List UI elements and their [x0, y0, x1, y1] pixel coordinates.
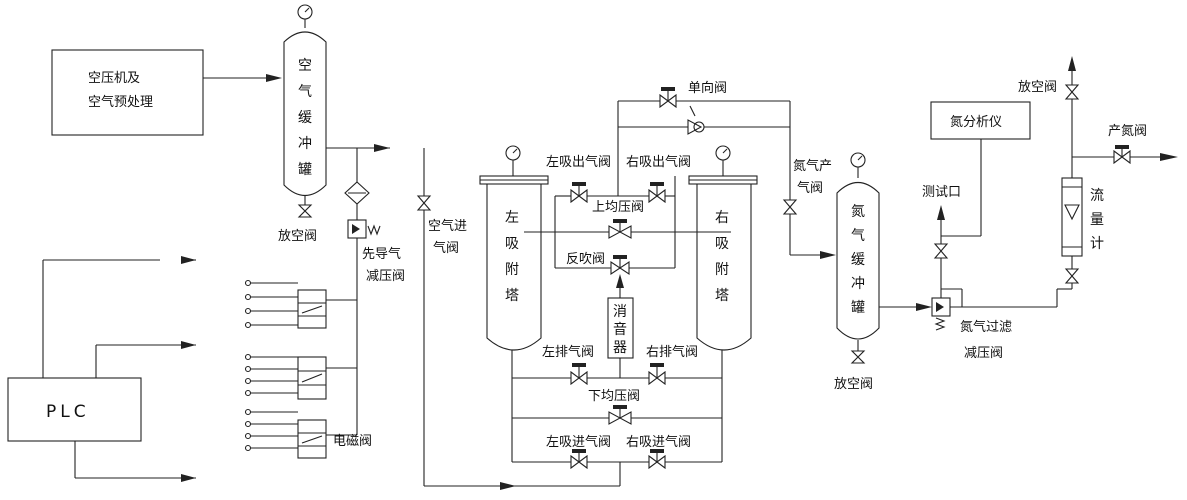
n2-analyzer-label: 氮分析仪 [950, 115, 1002, 130]
n2-tank-char-5: 罐 [851, 300, 865, 316]
muffler-char-1: 消 [613, 304, 627, 320]
check-valve-label: 单向阀 [688, 80, 727, 96]
plc-box: PLC [7, 377, 142, 442]
compressor-label-line1: 空压机及 [88, 71, 140, 86]
right-adsorption-tower: 右 吸 附 塔 [688, 145, 758, 351]
backflush-valve-icon [610, 255, 630, 276]
right-exhaust-valve-icon [648, 363, 666, 386]
right-tower-char-3: 附 [715, 262, 729, 278]
test-port-label: 测试口 [922, 185, 961, 200]
n2-filter-reducer-label-line2: 减压阀 [964, 346, 1003, 361]
muffler-box: 消 音 器 [607, 297, 634, 359]
pilot-filter-icon [344, 181, 370, 205]
left-outlet-valve-icon [570, 182, 588, 204]
n2-tank-vent-label: 放空阀 [834, 377, 873, 392]
right-tower-char-4: 塔 [715, 288, 729, 304]
pilot-reducer-label-line2: 减压阀 [366, 269, 405, 284]
solenoid-valve-group-1 [244, 279, 327, 329]
right-outlet-valve-label: 右吸出气阀 [626, 154, 691, 170]
solenoid-label: 电磁阀 [333, 434, 372, 449]
air-tank-char-2: 气 [298, 84, 312, 100]
pilot-reducer-icon [347, 219, 381, 239]
n2-tank-char-3: 缓 [851, 252, 865, 268]
n2-tank-char-1: 氮 [851, 204, 865, 220]
n2-tank-char-4: 冲 [851, 276, 865, 292]
air-buffer-tank: 空 气 缓 冲 罐 [283, 4, 327, 197]
lower-equalize-valve-icon [608, 405, 632, 425]
left-outlet-valve-label: 左吸出气阀 [546, 154, 611, 170]
right-tower-char-2: 吸 [715, 236, 729, 252]
product-valve-label: 产氮阀 [1108, 124, 1147, 139]
left-tower-char-2: 吸 [505, 236, 519, 252]
muffler-char-3: 器 [613, 340, 627, 356]
right-inlet-valve-icon [648, 449, 666, 470]
air-inlet-valve-label-line1: 空气进 [428, 218, 467, 234]
upper-equalize-valve-icon [608, 219, 632, 239]
air-tank-char-1: 空 [298, 58, 312, 74]
air-compressor-box: 空压机及 空气预处理 [51, 49, 204, 136]
air-inlet-valve-label-line2: 气阀 [433, 240, 459, 256]
solenoid-valve-group-3 [244, 408, 327, 459]
upper-equalize-valve-label: 上均压阀 [592, 200, 644, 215]
nitrogen-buffer-tank: 氮 气 缓 冲 罐 [836, 152, 880, 340]
solenoid-valve-group-2 [244, 353, 327, 400]
air-tank-char-4: 冲 [298, 136, 312, 152]
n2-filter-reducer-icon [931, 297, 951, 331]
n2-filter-reducer-label-line1: 氮气过滤 [960, 319, 1012, 335]
left-exhaust-valve-label: 左排气阀 [542, 344, 594, 360]
n2-product-valve-label-line1: 氮气产 [793, 158, 832, 174]
lower-equalize-valve-label: 下均压阀 [588, 389, 640, 404]
air-tank-char-5: 罐 [298, 162, 312, 178]
air-tank-char-3: 缓 [298, 110, 312, 126]
left-tower-char-3: 附 [505, 262, 519, 278]
left-tower-char-1: 左 [505, 210, 519, 226]
top-bypass-valve-icon [659, 87, 677, 109]
n2-tank-char-2: 气 [851, 228, 865, 244]
air-tank-vent-label: 放空阀 [278, 229, 317, 244]
n2-product-valve-label-line2: 气阀 [797, 180, 823, 196]
left-exhaust-valve-icon [570, 363, 588, 386]
plc-label: PLC [46, 402, 90, 422]
compressor-label-line2: 空气预处理 [88, 94, 153, 110]
muffler-char-2: 音 [613, 321, 627, 338]
left-inlet-valve-icon [570, 449, 588, 470]
flowmeter-char-2: 量 [1090, 212, 1104, 228]
backflush-valve-label: 反吹阀 [566, 252, 605, 267]
flowmeter-char-1: 流 [1090, 188, 1104, 204]
left-adsorption-tower: 左 吸 附 塔 [479, 145, 549, 351]
n2-analyzer-box: 氮分析仪 [930, 101, 1031, 140]
check-valve-icon [687, 119, 705, 135]
pilot-reducer-label-line1: 先导气 [362, 246, 401, 262]
right-inlet-valve-label: 右吸进气阀 [626, 434, 691, 450]
right-outlet-valve-icon [648, 182, 666, 204]
left-inlet-valve-label: 左吸进气阀 [546, 434, 611, 450]
top-vent-label: 放空阀 [1018, 80, 1057, 95]
flowmeter-char-3: 计 [1090, 236, 1104, 252]
right-tower-char-1: 右 [715, 210, 729, 226]
flowmeter-icon [1061, 177, 1083, 257]
left-tower-char-4: 塔 [505, 288, 519, 304]
right-exhaust-valve-label: 右排气阀 [646, 344, 698, 360]
